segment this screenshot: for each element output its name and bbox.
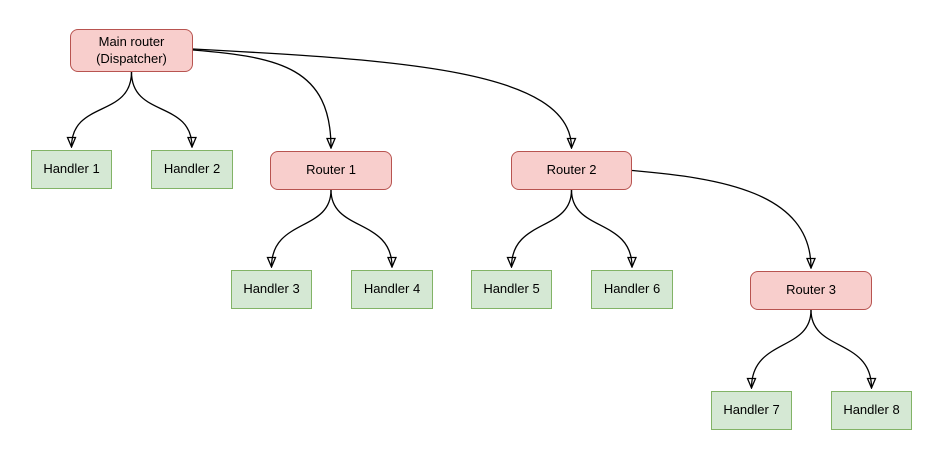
node-handler-6[interactable]: Handler 6 xyxy=(591,270,673,309)
node-handler-3[interactable]: Handler 3 xyxy=(231,270,312,309)
node-main-router[interactable]: Main router (Dispatcher) xyxy=(70,29,193,72)
edge-router-1-to-handler-3 xyxy=(272,189,332,267)
edge-main-router-to-router-1 xyxy=(192,49,331,148)
node-handler-4-label: Handler 4 xyxy=(363,281,421,297)
node-handler-3-label: Handler 3 xyxy=(243,281,300,297)
node-router-2-label: Router 2 xyxy=(546,162,597,178)
node-handler-2-label: Handler 2 xyxy=(163,161,221,177)
node-router-3-label: Router 3 xyxy=(786,282,836,298)
edge-router-3-to-handler-7 xyxy=(752,309,812,388)
node-router-2[interactable]: Router 2 xyxy=(511,151,632,190)
node-router-3[interactable]: Router 3 xyxy=(750,271,872,310)
node-handler-2[interactable]: Handler 2 xyxy=(151,150,233,189)
node-handler-4[interactable]: Handler 4 xyxy=(351,270,433,309)
node-handler-1[interactable]: Handler 1 xyxy=(31,150,112,189)
edge-main-router-to-handler-2 xyxy=(130,71,193,147)
edge-router-2-to-router-3 xyxy=(631,169,811,269)
node-handler-7-label: Handler 7 xyxy=(723,402,780,418)
edge-main-router-to-handler-1 xyxy=(72,71,133,147)
node-router-1[interactable]: Router 1 xyxy=(270,151,392,190)
edge-router-3-to-handler-8 xyxy=(810,309,872,388)
node-handler-5[interactable]: Handler 5 xyxy=(471,270,552,309)
node-handler-1-label: Handler 1 xyxy=(43,161,100,177)
node-handler-7[interactable]: Handler 7 xyxy=(711,391,792,430)
edge-router-1-to-handler-4 xyxy=(330,189,392,267)
node-router-1-label: Router 1 xyxy=(306,162,356,178)
node-handler-5-label: Handler 5 xyxy=(483,281,540,297)
edge-main-router-to-router-2 xyxy=(192,48,572,148)
node-handler-6-label: Handler 6 xyxy=(603,281,661,297)
node-handler-8-label: Handler 8 xyxy=(843,402,900,418)
edge-router-2-to-handler-5 xyxy=(512,189,573,267)
node-handler-8[interactable]: Handler 8 xyxy=(831,391,912,430)
node-main-router-label: Main router (Dispatcher) xyxy=(96,34,167,66)
edge-router-2-to-handler-6 xyxy=(570,189,633,267)
